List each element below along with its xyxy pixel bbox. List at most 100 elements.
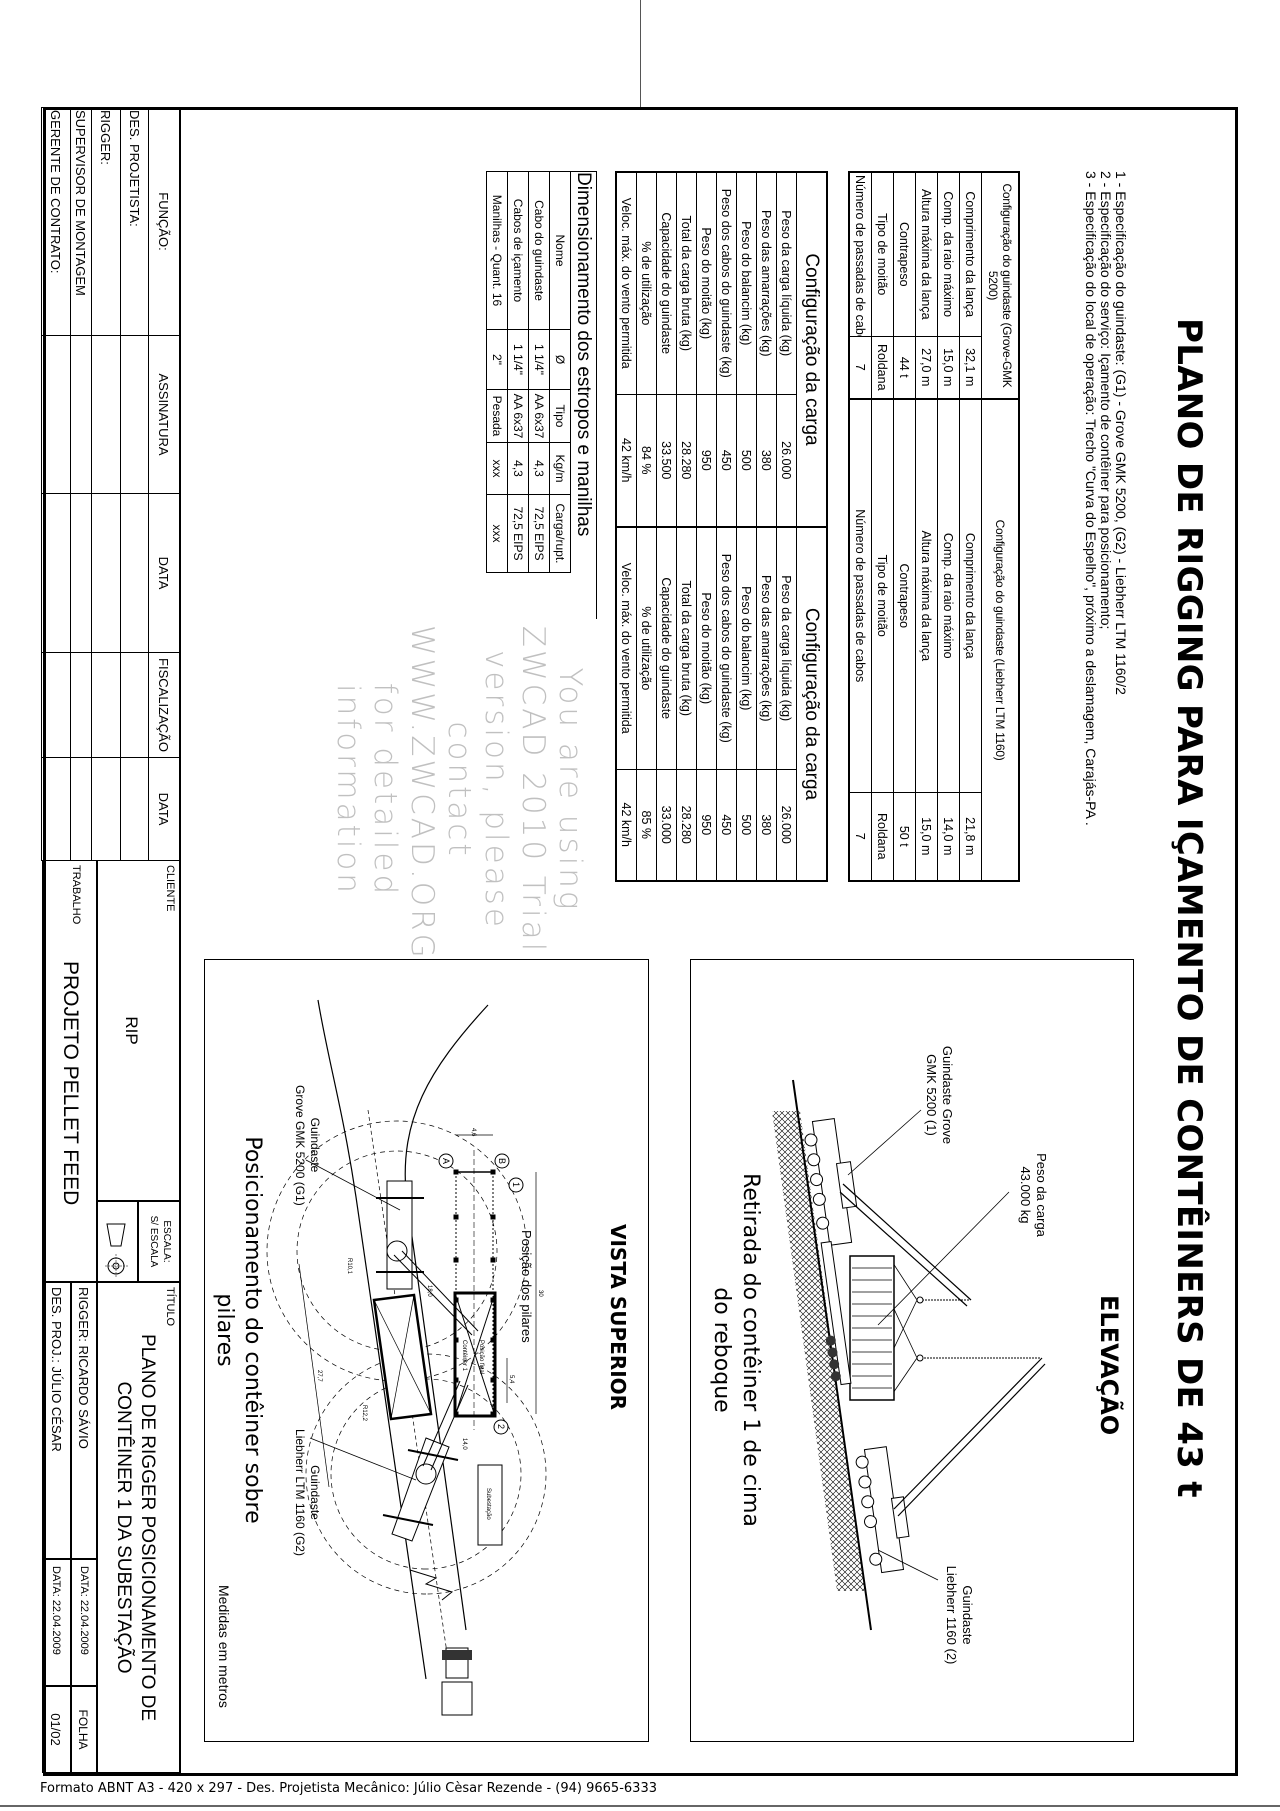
dim-radius-3: R12,2 [361, 1405, 367, 1422]
elevation-heading: ELEVAÇÃO [1095, 1295, 1123, 1436]
marker-2: 2 [496, 1424, 506, 1429]
crane-g2-label: Guindaste Liebherr LTM 1160 (G2) [292, 1425, 322, 1560]
sling-cell: Pesada [486, 389, 508, 443]
role-label: GERENTE DE CONTRATO: [41, 107, 71, 336]
crane-1-value: 15,0 m [937, 336, 960, 400]
crane-2-header: Configuração do guindaste (Liebherr LTM … [981, 399, 1019, 882]
title-value: PLANO DE RIGGER POSICIONAMENTO DE CONTÊI… [111, 1283, 159, 1772]
date-field[interactable] [70, 493, 92, 653]
crane-1-value: Roldana [871, 336, 894, 400]
footer-note: Formato ABNT A3 - 420 x 297 - Des. Proje… [40, 1781, 657, 1796]
role-label: SUPERVISOR DE MONTAGEM [70, 107, 92, 336]
date-field[interactable] [120, 757, 149, 861]
crane-2-param: Tipo de moitão [871, 399, 894, 793]
sling-cell: AA 6x37 [507, 389, 529, 443]
load-1-value: 380 [756, 394, 777, 527]
work-label: TRABALHO [70, 865, 82, 925]
top-view-caption-line: pilares [212, 1293, 237, 1367]
crane-g2-label-line: Guindaste [308, 1465, 322, 1520]
ground-hatch [772, 1111, 865, 1591]
crane-2-value: Roldana [871, 792, 894, 882]
date-field[interactable] [120, 493, 149, 653]
dim-radius-4: 14,0 [461, 1438, 467, 1450]
marker-a: A [441, 1158, 451, 1164]
load-2-param: % de utilização [636, 527, 657, 769]
inspection-field[interactable] [120, 652, 149, 758]
signature-field[interactable] [91, 335, 121, 494]
load-2-param: Capacidade do guindaste [656, 527, 677, 769]
client-label: CLIENTE [164, 865, 176, 912]
load-config-table: Configuração da carga Configuração da ca… [615, 171, 828, 882]
date-field[interactable] [41, 757, 71, 861]
elevation-caption-line: do reboque [709, 1287, 734, 1413]
inspection-field[interactable] [70, 652, 92, 758]
crane-1-param: Número de passadas de cabos [849, 172, 872, 336]
sling-cell: 72,5 EIPS [528, 494, 550, 573]
sling-cell: 1 1/4" [528, 329, 550, 390]
pillar-grid [453, 1150, 496, 1430]
signature-field[interactable] [70, 335, 92, 494]
final-position-label: Posição final [478, 1340, 484, 1374]
load-1-value: 28.280 [676, 394, 697, 527]
client-cell: CLIENTE RIP [97, 860, 180, 1201]
sling-cell: Cabo do guindaste [528, 171, 550, 330]
marker-1: 1 [511, 1182, 521, 1187]
bottom-border [0, 1805, 1280, 1807]
signature-field[interactable] [41, 335, 71, 494]
crane-1-header: Configuração do guindaste (Grove-GMK 520… [981, 172, 1019, 400]
load-1-param: Total da carga bruta (kg) [676, 172, 697, 394]
pillars-label: Posição dos pilares [519, 1230, 534, 1343]
col-header-name: Nome [549, 171, 571, 330]
load-2-param: Peso dos cabos do guindaste (kg) [716, 527, 737, 769]
client-value: RIP [122, 1016, 141, 1045]
header-function: FUNÇÃO: [148, 107, 180, 336]
date-field[interactable] [41, 493, 71, 653]
crane-2-param: Comprimento da lança [959, 399, 982, 793]
load-2-value: 26.000 [776, 769, 797, 881]
units-note: Medidas em metros [216, 1585, 232, 1708]
load-1-value: 33.500 [656, 394, 677, 527]
load-2-value: 380 [756, 769, 777, 881]
crane-2-param: Número de passadas de cabos [849, 399, 872, 793]
sling-cell: Cabos de içamento [507, 171, 529, 330]
date-field[interactable] [91, 493, 121, 653]
crane-2-param: Comp. da raio máximo [937, 399, 960, 793]
dimension-lines [298, 1134, 537, 1488]
col-header-diameter: Ø [549, 329, 571, 390]
dim-width: 4,6 [470, 1128, 476, 1137]
top-view-caption: Posicionamento do contêiner sobre pilare… [210, 1090, 266, 1570]
crane-1-param: Comprimento da lança [959, 172, 982, 336]
sling-cell: 72,5 EIPS [507, 494, 529, 573]
elevation-panel: ELEVAÇÃO Peso da carga 43.000 kg Guindas… [690, 959, 1134, 1742]
date-field[interactable] [91, 757, 121, 861]
col-header-kgm: Kg/m [549, 442, 571, 495]
crane-1-value: 7 [849, 336, 872, 400]
load-1-param: Peso dos cabos do guindaste (kg) [716, 172, 737, 394]
container-on-road [372, 1293, 433, 1421]
signature-field[interactable] [120, 335, 149, 494]
inspection-field[interactable] [91, 652, 121, 758]
crane-1-param: Comp. da raio máximo [937, 172, 960, 336]
title-value-line: CONTÊINER 1 DA SUBESTAÇÃO [113, 1381, 134, 1674]
signature-table: FUNÇÃO: ASSINATURA DATA FISCALIZAÇÃO DAT… [41, 107, 180, 861]
pillar [453, 1257, 459, 1263]
scale-label: ESCALA: [161, 1220, 172, 1263]
crane-g1-label-line: Grove GMK 5200 (G1) [293, 1085, 307, 1206]
crane-1-value: 44 t [893, 336, 916, 400]
elevation-drawing [772, 1079, 1046, 1631]
role-label: DES. PROJETISTA: [120, 107, 149, 336]
load-2-title: Configuração da carga [796, 527, 827, 881]
title-block: FUNÇÃO: ASSINATURA DATA FISCALIZAÇÃO DAT… [41, 107, 181, 1773]
inspection-field[interactable] [41, 652, 71, 758]
sling-cell: 4,3 [507, 442, 529, 495]
crane-1-grove [804, 1117, 858, 1246]
date-field[interactable] [70, 757, 92, 861]
load-2-param: Peso do moitão (kg) [696, 527, 717, 769]
